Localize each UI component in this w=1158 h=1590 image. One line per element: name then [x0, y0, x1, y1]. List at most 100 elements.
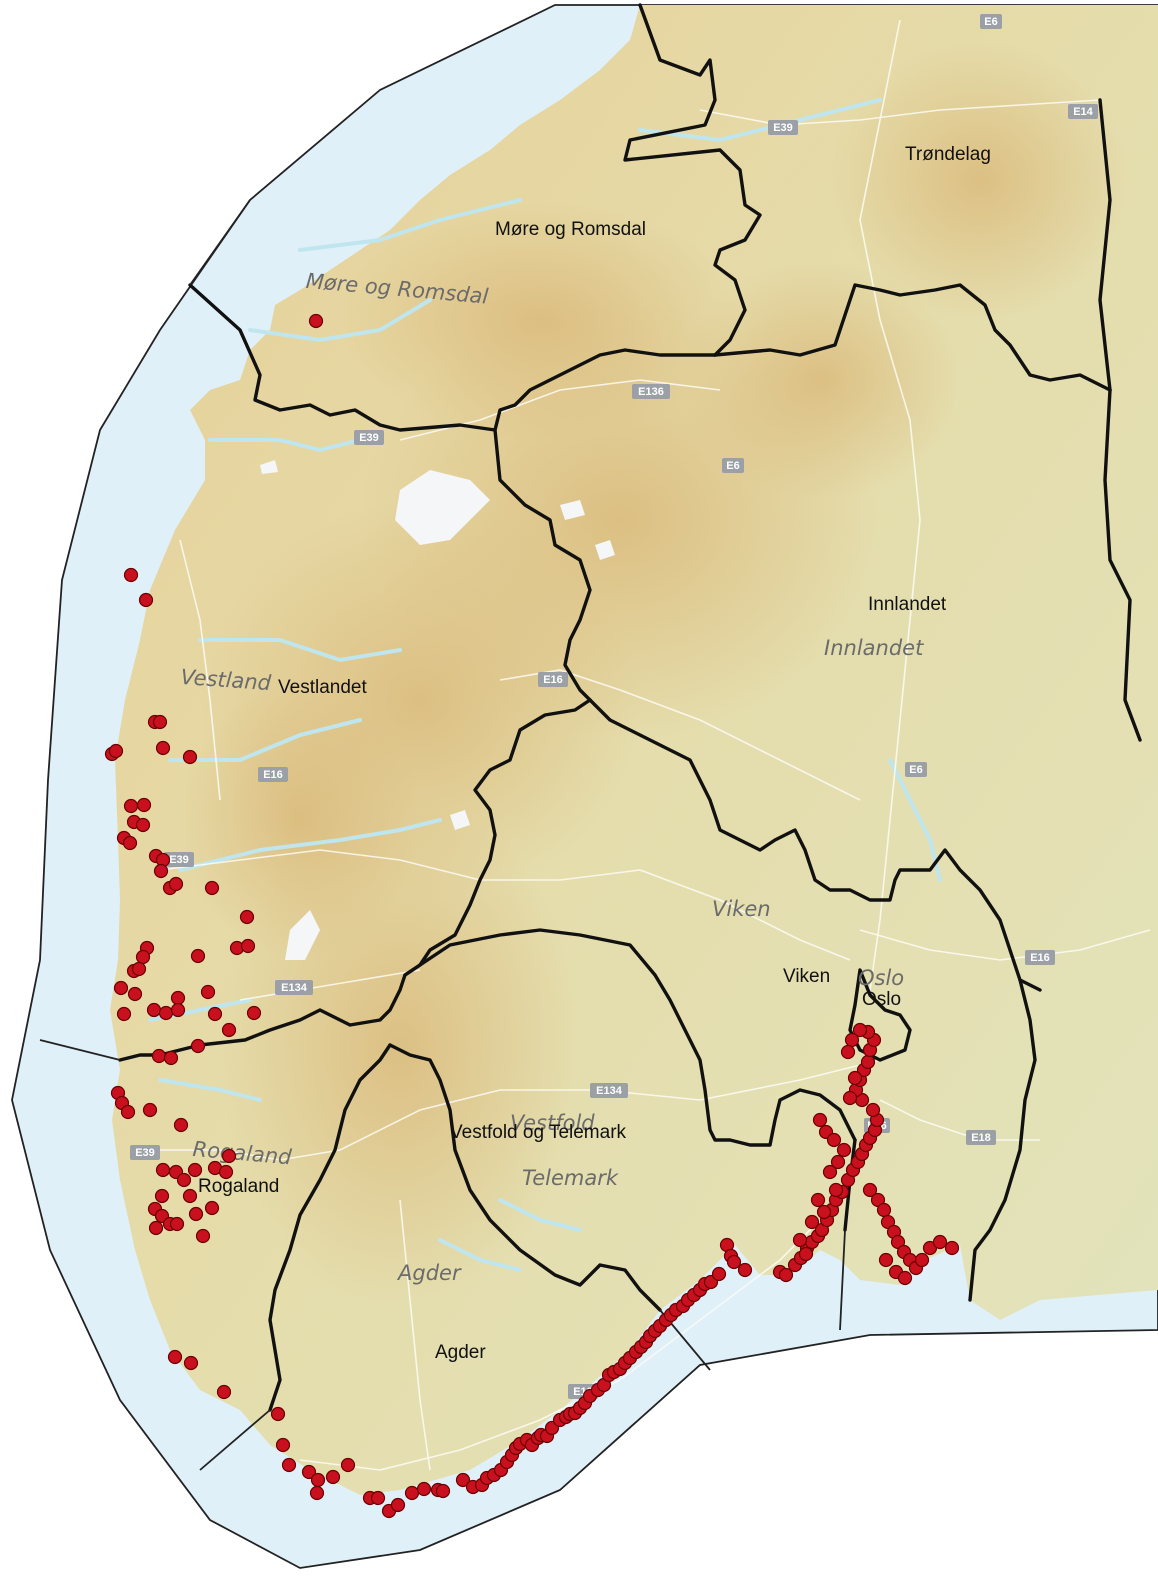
observation-point[interactable]: [325, 1469, 341, 1485]
observation-point[interactable]: [153, 863, 169, 879]
svg-text:E16: E16: [263, 769, 283, 781]
observation-point[interactable]: [865, 1102, 881, 1118]
observation-point[interactable]: [221, 1148, 237, 1164]
observation-point[interactable]: [200, 984, 216, 1000]
observation-point[interactable]: [167, 1349, 183, 1365]
observation-point[interactable]: [944, 1240, 960, 1256]
observation-point[interactable]: [173, 1117, 189, 1133]
observation-point[interactable]: [240, 938, 256, 954]
observation-point[interactable]: [310, 1472, 326, 1488]
observation-point[interactable]: [218, 1164, 234, 1180]
observation-point[interactable]: [737, 1262, 753, 1278]
svg-text:E39: E39: [169, 854, 189, 866]
observation-point[interactable]: [113, 980, 129, 996]
observation-point[interactable]: [798, 1246, 814, 1262]
observation-point[interactable]: [190, 948, 206, 964]
observation-point[interactable]: [842, 1090, 858, 1106]
observation-point[interactable]: [151, 1048, 167, 1064]
observation-point[interactable]: [404, 1485, 420, 1501]
observation-point[interactable]: [830, 1154, 846, 1170]
observation-point[interactable]: [176, 1172, 192, 1188]
observation-point[interactable]: [155, 1162, 171, 1178]
observation-point[interactable]: [207, 1006, 223, 1022]
observation-point[interactable]: [816, 1204, 832, 1220]
observation-point[interactable]: [840, 1044, 856, 1060]
observation-point[interactable]: [195, 1228, 211, 1244]
observation-point[interactable]: [308, 313, 324, 329]
observation-point[interactable]: [108, 743, 124, 759]
observation-point[interactable]: [435, 1483, 451, 1499]
observation-point[interactable]: [182, 1188, 198, 1204]
observation-point[interactable]: [281, 1457, 297, 1473]
observation-point[interactable]: [148, 1220, 164, 1236]
observation-point[interactable]: [136, 797, 152, 813]
observation-point[interactable]: [187, 1162, 203, 1178]
observation-point[interactable]: [152, 714, 168, 730]
observation-point[interactable]: [158, 1005, 174, 1021]
basemap-label: Vestfold: [510, 1111, 595, 1135]
observation-point[interactable]: [131, 961, 147, 977]
observation-point[interactable]: [138, 592, 154, 608]
observation-point[interactable]: [836, 1142, 852, 1158]
observation-point[interactable]: [183, 1355, 199, 1371]
observation-point[interactable]: [246, 1005, 262, 1021]
observation-point[interactable]: [822, 1164, 838, 1180]
observation-point[interactable]: [370, 1490, 386, 1506]
observation-point[interactable]: [168, 876, 184, 892]
observation-point[interactable]: [932, 1234, 948, 1250]
observation-point[interactable]: [914, 1252, 930, 1268]
observation-point[interactable]: [828, 1182, 844, 1198]
observation-point[interactable]: [416, 1481, 432, 1497]
observation-point[interactable]: [190, 1038, 206, 1054]
observation-point[interactable]: [847, 1070, 863, 1086]
observation-point[interactable]: [826, 1132, 842, 1148]
observation-point[interactable]: [221, 1022, 237, 1038]
observation-point[interactable]: [122, 835, 138, 851]
observation-point[interactable]: [390, 1497, 406, 1513]
observation-point[interactable]: [163, 1050, 179, 1066]
road-shield: E16: [258, 767, 288, 782]
observation-point[interactable]: [120, 1104, 136, 1120]
observation-point[interactable]: [778, 1267, 794, 1283]
observation-point[interactable]: [146, 1002, 162, 1018]
observation-point[interactable]: [270, 1406, 286, 1422]
observation-point[interactable]: [792, 1232, 808, 1248]
observation-point[interactable]: [142, 1102, 158, 1118]
observation-point[interactable]: [127, 986, 143, 1002]
observation-point[interactable]: [204, 1200, 220, 1216]
observation-point[interactable]: [878, 1252, 894, 1268]
observation-point[interactable]: [897, 1270, 913, 1286]
observation-point[interactable]: [170, 1002, 186, 1018]
observation-point[interactable]: [309, 1485, 325, 1501]
observation-point[interactable]: [275, 1437, 291, 1453]
observation-point[interactable]: [844, 1032, 860, 1048]
observation-point[interactable]: [340, 1457, 356, 1473]
observation-point[interactable]: [711, 1266, 727, 1282]
observation-point[interactable]: [135, 817, 151, 833]
observation-point[interactable]: [135, 949, 151, 965]
observation-point[interactable]: [726, 1254, 742, 1270]
observation-point[interactable]: [455, 1472, 471, 1488]
observation-point[interactable]: [876, 1202, 892, 1218]
observation-point[interactable]: [204, 880, 220, 896]
observation-point[interactable]: [862, 1182, 878, 1198]
observation-point[interactable]: [810, 1192, 826, 1208]
observation-point[interactable]: [123, 798, 139, 814]
observation-point[interactable]: [182, 749, 198, 765]
observation-point[interactable]: [123, 567, 139, 583]
observation-point[interactable]: [239, 909, 255, 925]
observation-point[interactable]: [154, 1188, 170, 1204]
observation-point[interactable]: [804, 1214, 820, 1230]
observation-point[interactable]: [155, 740, 171, 756]
observation-point[interactable]: [170, 990, 186, 1006]
observation-point[interactable]: [188, 1206, 204, 1222]
observation-point[interactable]: [216, 1384, 232, 1400]
observation-point[interactable]: [116, 1006, 132, 1022]
observation-point[interactable]: [301, 1464, 317, 1480]
observation-point[interactable]: [812, 1112, 828, 1128]
road-shield: E134: [275, 980, 313, 995]
observation-point[interactable]: [860, 1054, 876, 1070]
observation-point[interactable]: [852, 1022, 868, 1038]
observation-point[interactable]: [169, 1216, 185, 1232]
